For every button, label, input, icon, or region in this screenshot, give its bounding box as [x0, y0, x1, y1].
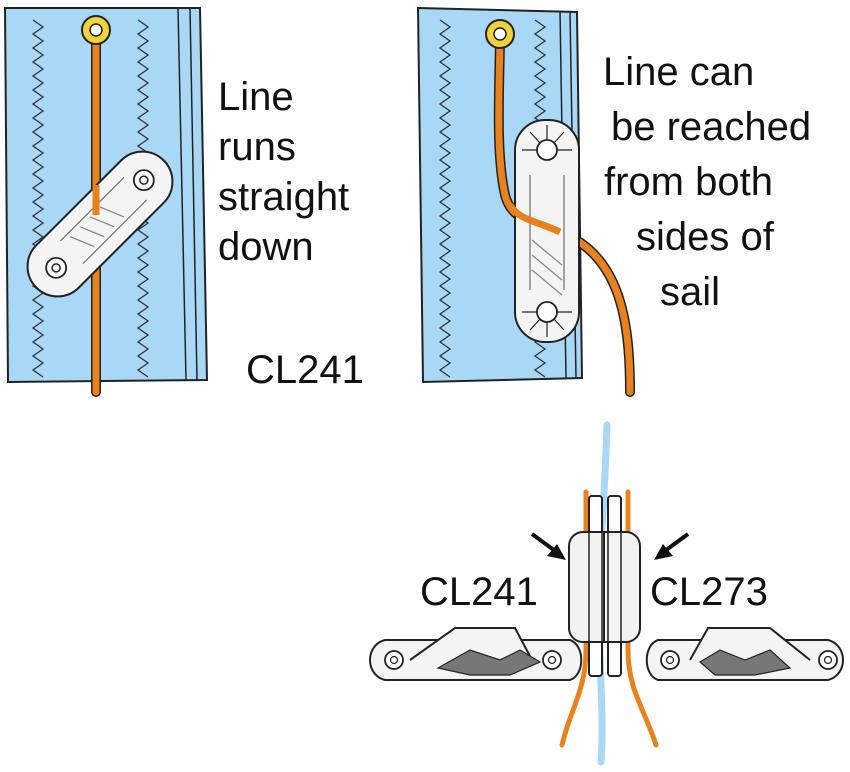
right-zigzag-stitch — [438, 19, 452, 378]
right-caption-line-4: sides of — [636, 215, 775, 259]
bottom-orange-line-right — [625, 489, 659, 748]
left-panel-label: CL241 — [246, 348, 364, 392]
bottom-left-cleat-teeth — [436, 649, 542, 676]
right-panel: Line can be reached from both sides of s… — [416, 6, 811, 397]
right-eyelet-hole — [493, 27, 507, 41]
bottom-label-cl273: CL273 — [650, 570, 768, 614]
right-cleat-teeth — [531, 239, 563, 296]
left-caption-line-4: down — [218, 225, 314, 269]
right-cleat-groove — [529, 175, 565, 290]
bottom-orange-line-left — [559, 489, 589, 748]
right-caption-line-3: from both — [604, 160, 773, 204]
right-cleat — [514, 119, 580, 343]
bottom-right-cleat-screw-hole — [665, 655, 675, 665]
right-caption-line-2: be reached — [611, 105, 811, 149]
right-cleat-screw-rays — [522, 311, 572, 337]
left-panel: Line runs straight down CL241 — [3, 7, 364, 397]
arrow-right-icon — [654, 544, 673, 560]
bottom-left-cleat-top — [409, 627, 533, 661]
left-caption-line-3: straight — [218, 175, 349, 219]
left-sail-hem — [177, 7, 187, 381]
right-cleat-body — [514, 119, 580, 343]
bottom-left-cleat — [369, 627, 583, 681]
bottom-panel: CL241 CL273 — [369, 421, 844, 766]
left-cleat-screw-hole — [51, 263, 61, 273]
left-cleat-teeth — [70, 206, 125, 248]
left-caption-line-1: Line — [218, 75, 294, 119]
left-caption-line-2: runs — [218, 125, 296, 169]
bottom-right-cleat — [645, 627, 844, 681]
left-eyelet-hole — [89, 23, 103, 37]
bottom-center-rail-right — [607, 531, 622, 643]
left-zigzag-stitch — [31, 19, 45, 378]
left-cleat — [26, 150, 174, 298]
right-caption-line-5: sail — [660, 270, 720, 314]
left-cleat-groove — [59, 176, 148, 265]
bottom-left-cleat-screw-hole — [547, 655, 557, 665]
left-sail-hem — [189, 7, 198, 381]
bottom-right-cleat-teeth — [698, 649, 792, 676]
right-cleat-screw-rays — [522, 125, 572, 151]
bottom-center-rail-left — [588, 531, 603, 643]
right-caption-line-1: Line can — [603, 50, 754, 94]
bottom-left-cleat-screw-hole — [389, 655, 399, 665]
bottom-label-cl241: CL241 — [420, 570, 538, 614]
bottom-right-cleat-screw-hole — [823, 655, 833, 665]
left-cleat-screw-hole — [139, 175, 149, 185]
right-line-in-cleat — [506, 203, 562, 236]
arrow-left-icon — [547, 544, 566, 560]
